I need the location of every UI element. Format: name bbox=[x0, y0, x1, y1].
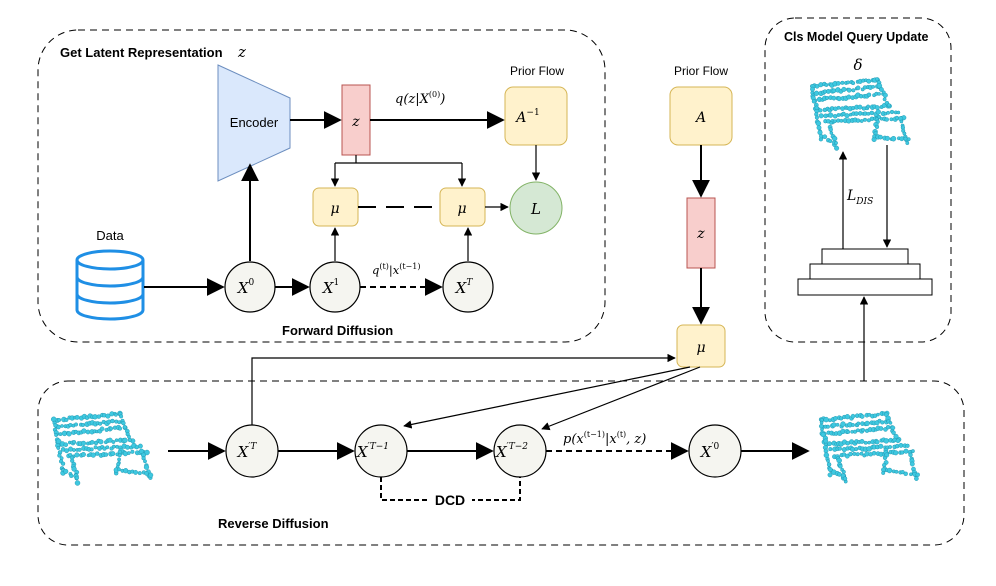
node-xpT2-label: X′T−2 bbox=[495, 442, 528, 461]
dcd-label-bg bbox=[428, 491, 472, 509]
cls-section-title: Cls Model Query Update bbox=[784, 30, 929, 44]
prior-flow-left-label: Prior Flow bbox=[510, 64, 564, 78]
node-xpT1-label: X′T−1 bbox=[356, 442, 389, 461]
delta-label: δ bbox=[853, 56, 862, 74]
point-cloud-bench-input bbox=[51, 410, 154, 486]
mu-label-3: μ bbox=[696, 340, 705, 356]
database-icon bbox=[75, 249, 145, 321]
node-xT-label: XT bbox=[455, 278, 474, 297]
node-x0-label: X0 bbox=[237, 278, 255, 297]
arrow-z-branch bbox=[335, 155, 462, 164]
cls-model-layer-3 bbox=[797, 278, 933, 296]
arrow-mu3-to-xpT1 bbox=[403, 366, 691, 429]
latent-representation-box bbox=[37, 29, 606, 343]
posterior-label: q(z|X(0)) bbox=[395, 90, 445, 107]
loss-L-circle bbox=[509, 181, 563, 235]
point-cloud-bench-output bbox=[818, 410, 920, 484]
l-dis-label: LDIS bbox=[846, 188, 873, 207]
loss-L-label: L bbox=[530, 200, 541, 218]
node-xp0-label: X′0 bbox=[700, 442, 720, 461]
cls-model-layer-1 bbox=[821, 248, 909, 265]
prior-flow-label: A bbox=[694, 110, 706, 126]
forward-transition-label: q(t)|x(t−1) bbox=[372, 262, 420, 278]
latent-section-symbol: z bbox=[237, 43, 246, 61]
prior-z-box bbox=[686, 197, 716, 269]
point-cloud-bench-top bbox=[810, 77, 911, 151]
arrow-mu3-to-xpT2 bbox=[541, 366, 701, 431]
latent-z-box bbox=[341, 84, 371, 156]
encoder-block bbox=[217, 64, 291, 182]
latent-z-label: z bbox=[351, 114, 360, 130]
reverse-transition-label: p(x(t−1)|x(t), z) bbox=[563, 430, 646, 447]
prior-flow-inverse-label: A−1 bbox=[514, 108, 539, 126]
node-xT bbox=[442, 261, 494, 313]
node-xpT-label: X′T bbox=[237, 442, 258, 461]
reverse-diffusion-box bbox=[37, 380, 965, 546]
cls-model-layer-2 bbox=[809, 263, 921, 280]
data-label: Data bbox=[96, 228, 124, 243]
cls-model-box bbox=[764, 17, 952, 343]
dcd-label: DCD bbox=[435, 492, 465, 508]
prior-z-label: z bbox=[696, 226, 705, 242]
prior-flow-right-label: Prior Flow bbox=[674, 64, 728, 78]
latent-section-title: Get Latent Representation bbox=[60, 45, 223, 60]
encoder-label: Encoder bbox=[230, 115, 279, 130]
mu-box-3 bbox=[676, 324, 726, 368]
reverse-section-title: Reverse Diffusion bbox=[218, 516, 329, 531]
mu-label-2: μ bbox=[457, 201, 466, 217]
mu-label-1: μ bbox=[330, 201, 339, 217]
arrow-mu3-to-xpT bbox=[251, 353, 676, 425]
node-x1-label: X1 bbox=[322, 278, 339, 297]
forward-section-title: Forward Diffusion bbox=[282, 323, 393, 338]
